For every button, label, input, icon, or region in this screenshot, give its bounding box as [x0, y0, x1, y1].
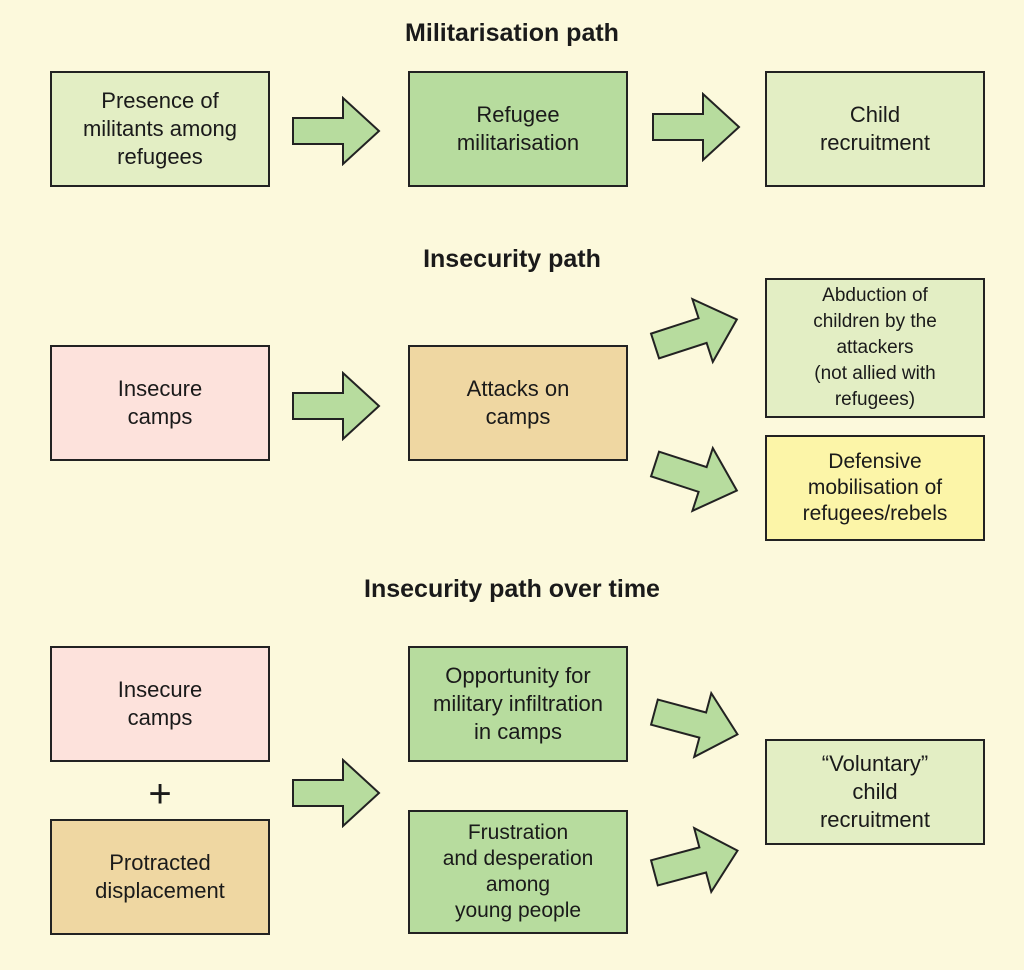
- militarisation-path-title: Militarisation path: [405, 19, 619, 47]
- insecurity-over-time-title: Insecurity path over time: [364, 575, 660, 603]
- presence-of-militants-box: Presence of militants among refugees: [50, 71, 270, 187]
- right-arrow-icon: [649, 826, 739, 895]
- right-arrow-icon: [652, 92, 741, 162]
- plus-sign: +: [148, 772, 172, 816]
- military-infiltration-box: Opportunity for military infiltration in…: [408, 646, 628, 762]
- right-arrow-icon: [292, 758, 381, 828]
- protracted-displacement-box: Protracted displacement: [50, 819, 270, 935]
- right-arrow-icon: [649, 297, 739, 365]
- frustration-desperation-box: Frustration and desperation among young …: [408, 810, 628, 934]
- attacks-on-camps-box: Attacks on camps: [408, 345, 628, 461]
- refugee-militarisation-box: Refugee militarisation: [408, 71, 628, 187]
- defensive-mobilisation-box: Defensive mobilisation of refugees/rebel…: [765, 435, 985, 541]
- right-arrow-icon: [292, 371, 381, 441]
- right-arrow-icon: [292, 96, 381, 166]
- right-arrow-icon: [649, 690, 739, 759]
- insecure-camps-box-2: Insecure camps: [50, 646, 270, 762]
- right-arrow-icon: [649, 445, 739, 513]
- insecurity-path-title: Insecurity path: [423, 245, 601, 273]
- abduction-of-children-box: Abduction of children by the attackers (…: [765, 278, 985, 418]
- child-recruitment-box: Child recruitment: [765, 71, 985, 187]
- insecure-camps-box: Insecure camps: [50, 345, 270, 461]
- voluntary-child-recruitment-box: “Voluntary” child recruitment: [765, 739, 985, 845]
